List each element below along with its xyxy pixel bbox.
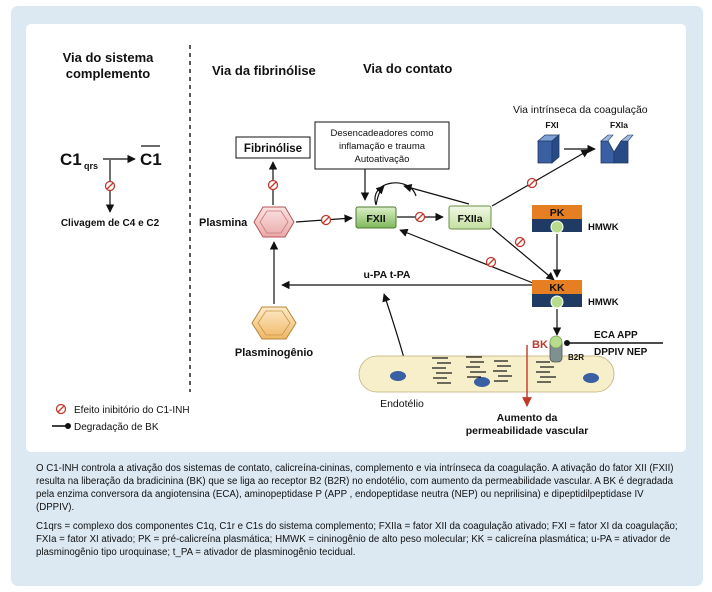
pk-hmwk-label: HMWK xyxy=(588,222,619,233)
heading-intrinsic: Via intrínseca da coagulação xyxy=(513,104,648,116)
heading-complement-2: complemento xyxy=(66,66,151,81)
bk-label: BK xyxy=(532,339,548,351)
b2r-label: B2R xyxy=(568,353,584,362)
inhibit-icon xyxy=(526,177,538,189)
triggers-box xyxy=(314,121,450,170)
fxiia-label: FXIIa xyxy=(457,213,482,225)
figure-caption: O C1-INH controla a ativação dos sistema… xyxy=(36,462,684,565)
kk-hmwk-dot xyxy=(550,295,564,309)
eca-app-label: ECA APP xyxy=(594,330,638,341)
autoactivation-loop-arrow xyxy=(374,182,417,206)
inhibit-icon xyxy=(104,180,116,192)
caption-paragraph-2: C1qrs = complexo dos componentes C1q, C1… xyxy=(36,521,678,558)
permeability-line-2: permeabilidade vascular xyxy=(466,425,589,437)
legend-degradation-dot xyxy=(65,423,71,429)
permeability-line-1: Aumento da xyxy=(497,412,558,424)
c1qrs-label: C1 xyxy=(60,150,82,169)
fibrinolysis-label: Fibrinólise xyxy=(244,143,302,155)
diagram-area xyxy=(26,24,686,452)
plasmin-hexagon-inner xyxy=(259,210,289,234)
kk-label: KK xyxy=(549,282,565,294)
pk-hmwk-dot xyxy=(550,220,564,234)
fxi-cube-icon xyxy=(536,134,561,164)
plasmin-hexagon xyxy=(253,206,295,238)
inhibit-icon xyxy=(267,179,279,191)
endothelium-label: Endotélio xyxy=(380,398,424,410)
caption-paragraph-1: O C1-INH controla a ativação dos sistema… xyxy=(36,463,674,513)
kk-box-top xyxy=(532,280,582,294)
fxii-box xyxy=(355,206,397,229)
inhibit-icon xyxy=(320,214,332,226)
endothelium-to-upa-arrow xyxy=(382,293,405,359)
cleavage-label: Clivagem de C4 e C2 xyxy=(61,218,160,229)
cell-nucleus xyxy=(474,377,490,387)
bk-ligand-dot xyxy=(549,335,563,349)
plasminogen-hexagon-inner xyxy=(257,310,291,336)
cell-nucleus xyxy=(583,373,599,383)
fibrinolysis-box xyxy=(235,136,311,159)
autoactivation-loop-return xyxy=(375,185,385,206)
c1qrs-subscript: qrs xyxy=(84,161,98,171)
heading-contact: Via do contato xyxy=(363,61,452,76)
triggers-line-2: inflamação e trauma xyxy=(339,141,426,152)
pk-label: PK xyxy=(550,207,565,219)
legend-inhibitory-label: Efeito inibitório do C1-INH xyxy=(74,405,190,416)
dppiv-nep-label: DPPIV NEP xyxy=(594,347,648,358)
cell-junctions xyxy=(432,356,556,384)
kk-to-fxii-feedback-arrow xyxy=(399,228,534,284)
cell-nucleus xyxy=(390,371,406,381)
heading-complement: Via do sistema xyxy=(63,50,155,65)
heading-fibrinolysis: Via da fibrinólise xyxy=(212,63,316,78)
fxia-label: FXIa xyxy=(610,120,628,130)
inhibit-icon xyxy=(414,211,426,223)
inhibit-icon xyxy=(514,236,526,248)
upa-tpa-label: u-PA t-PA xyxy=(363,269,410,281)
triggers-line-3: Autoativação xyxy=(355,154,410,165)
fxiia-to-intrinsic-arrow xyxy=(491,149,590,207)
kk-hmwk-label: HMWK xyxy=(588,297,619,308)
fxia-cube-icon xyxy=(600,134,634,164)
inhibit-icon xyxy=(485,256,497,268)
fxii-label: FXII xyxy=(366,213,385,225)
fxiia-to-kk-arrow xyxy=(491,227,555,281)
pk-box-top xyxy=(532,205,582,219)
legend-inhibit-icon xyxy=(55,403,67,415)
endothelium-cell xyxy=(358,355,615,393)
plasminogen-hexagon xyxy=(251,306,297,340)
fxiia-to-fxii-feedback-arrow xyxy=(403,183,470,205)
legend-degradation-label: Degradação de BK xyxy=(74,422,159,433)
triggers-line-1: Desencadeadores como xyxy=(331,128,434,139)
bk-degradation-dot xyxy=(564,340,570,346)
c1-activated-label: C1 xyxy=(140,150,162,169)
fxiia-box xyxy=(448,205,492,230)
plasminogen-label: Plasminogênio xyxy=(235,347,314,359)
fxi-label: FXI xyxy=(545,120,558,130)
plasmin-label: Plasmina xyxy=(199,217,248,229)
